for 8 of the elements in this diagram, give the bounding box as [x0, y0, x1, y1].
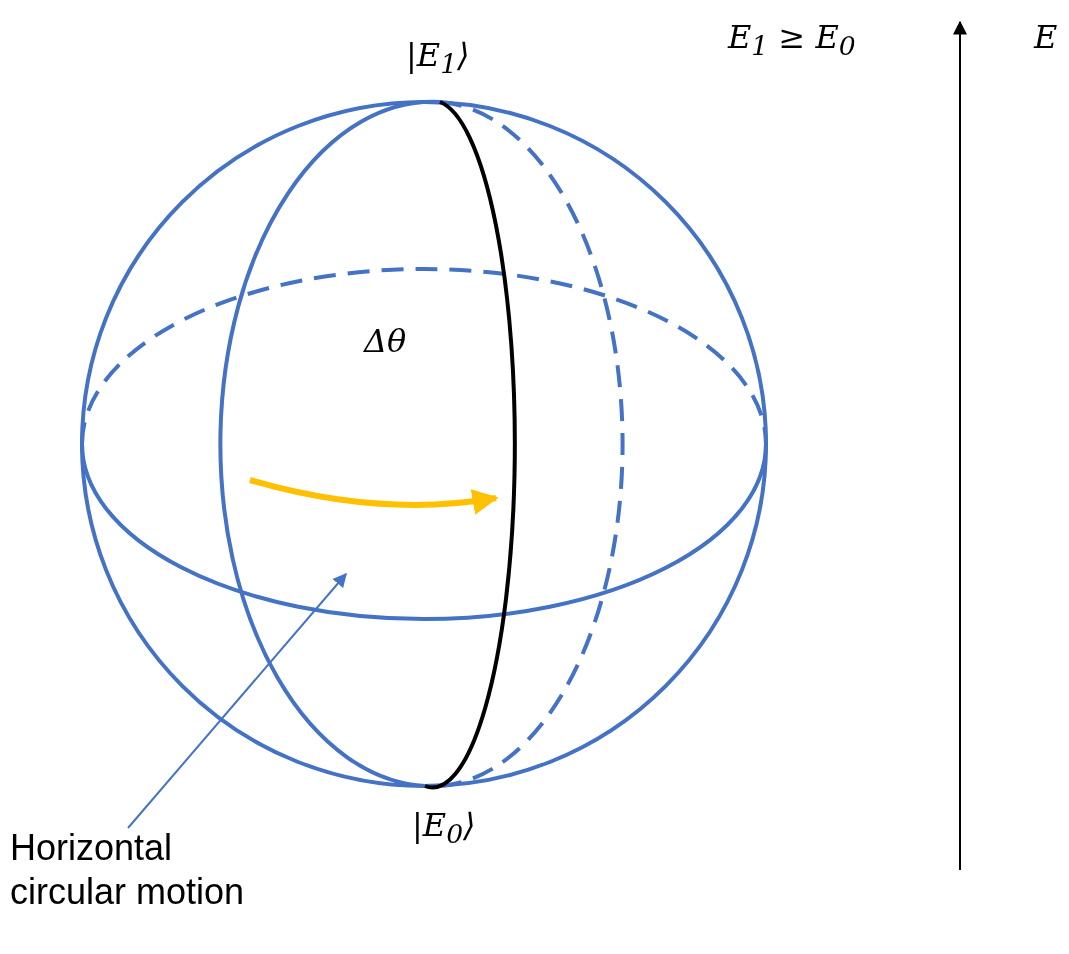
sphere-drawing [80, 100, 768, 789]
leader-line [127, 572, 347, 829]
angle-label: Δθ [364, 322, 407, 360]
state-label: |E$_{0}$⟩ [412, 806, 476, 850]
caption-text: Horizontal circular motion [10, 826, 260, 914]
state-label: |E$_{1}$⟩ [406, 36, 470, 80]
math-label: E$_{1}$ ≥ E$_{0}$ [728, 18, 856, 62]
axis-label: E [1034, 18, 1058, 56]
